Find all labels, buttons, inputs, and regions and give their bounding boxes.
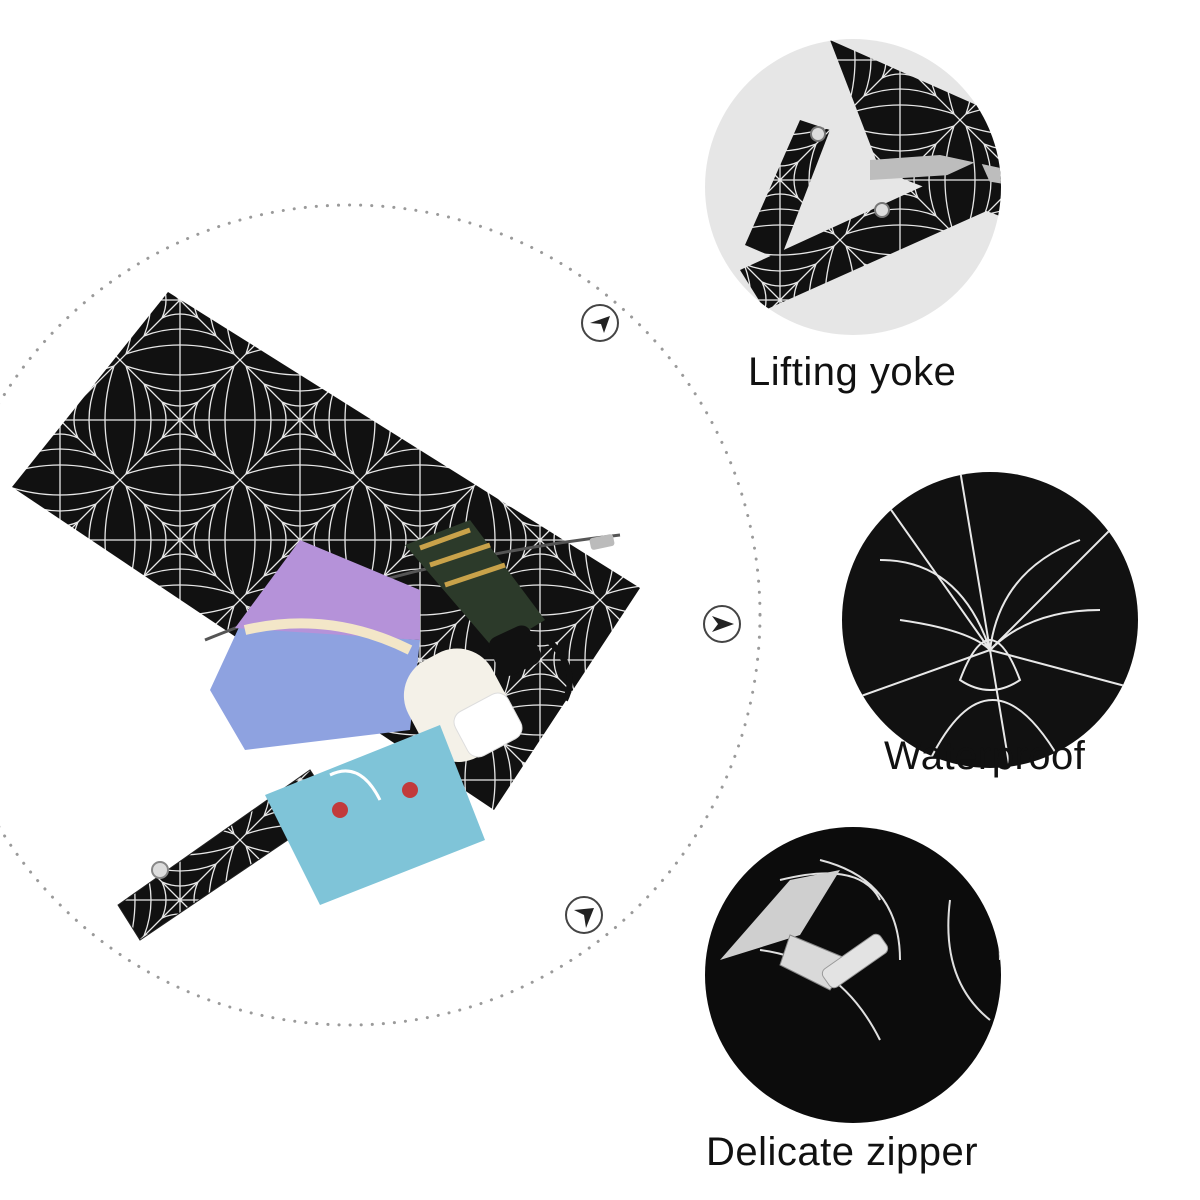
closeup-delicate-zipper xyxy=(705,827,1001,1123)
closeup-lifting-yoke xyxy=(705,39,1001,335)
patterned-notebook xyxy=(265,725,485,905)
dotted-orbit-ring xyxy=(0,203,762,1027)
folded-umbrella xyxy=(405,520,545,650)
feature-caption-delicate-zipper: Delicate zipper xyxy=(706,1130,979,1174)
feature-caption-lifting-yoke: Lifting yoke xyxy=(748,350,957,394)
snap-button-icon xyxy=(151,861,169,879)
arrow-pointer-icon xyxy=(565,896,603,934)
zipper-pull-icon xyxy=(589,534,615,550)
folded-towel xyxy=(210,625,420,750)
arrow-pointer-icon xyxy=(581,304,619,342)
arrow-pointer-icon xyxy=(703,605,741,643)
feature-caption-waterproof: Waterproof xyxy=(884,734,1086,778)
closeup-waterproof-fabric xyxy=(842,472,1138,768)
bag-contents xyxy=(210,520,573,905)
wet-bag-product xyxy=(12,292,640,941)
